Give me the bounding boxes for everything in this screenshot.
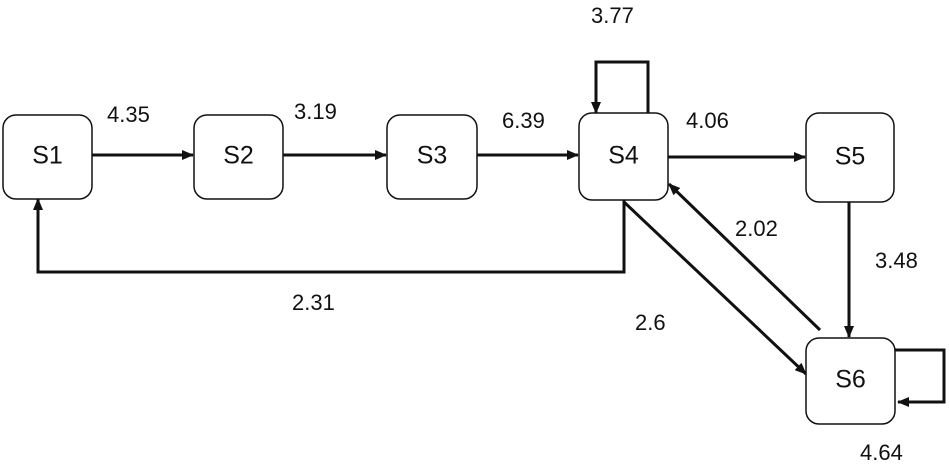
node-s5[interactable]: S5 bbox=[805, 112, 895, 203]
edge-s4-self-loop bbox=[591, 60, 650, 114]
node-label: S6 bbox=[835, 366, 866, 394]
edge-label-s1-s2: 4.35 bbox=[107, 102, 150, 127]
edge-label-s2-s3: 3.19 bbox=[294, 99, 337, 124]
node-s1[interactable]: S1 bbox=[2, 114, 93, 200]
edge-s6-s4 bbox=[667, 182, 822, 332]
node-s2[interactable]: S2 bbox=[193, 114, 284, 200]
node-label: S5 bbox=[835, 143, 866, 171]
node-label: S4 bbox=[608, 142, 639, 170]
edge-label-s3-s4: 6.39 bbox=[502, 108, 545, 133]
edge-s6-self-loop bbox=[895, 348, 946, 407]
node-label: S2 bbox=[223, 142, 254, 170]
edge-s4-s6 bbox=[622, 200, 808, 376]
edge-label-s6-self: 4.64 bbox=[860, 440, 903, 465]
node-label: S1 bbox=[32, 142, 63, 170]
edge-label-s6-s4: 2.02 bbox=[735, 216, 778, 241]
edge-label-s5-s6: 3.48 bbox=[875, 248, 918, 273]
node-s4[interactable]: S4 bbox=[578, 112, 669, 201]
edge-label-s4-s1: 2.31 bbox=[292, 290, 335, 315]
edge-labels: 4.35 3.19 6.39 3.77 4.06 2.31 2.02 2.6 3… bbox=[107, 3, 918, 465]
nodes: S1 S2 S3 S4 S5 S6 bbox=[2, 112, 896, 425]
node-s3[interactable]: S3 bbox=[386, 114, 478, 200]
edge-s4-s1 bbox=[33, 198, 626, 274]
node-label: S3 bbox=[417, 142, 448, 170]
edge-label-s4-s6: 2.6 bbox=[635, 310, 666, 335]
edge-label-s4-s5: 4.06 bbox=[686, 108, 729, 133]
node-s6[interactable]: S6 bbox=[805, 337, 896, 425]
edge-label-s4-self: 3.77 bbox=[591, 3, 634, 28]
edges bbox=[33, 60, 946, 407]
